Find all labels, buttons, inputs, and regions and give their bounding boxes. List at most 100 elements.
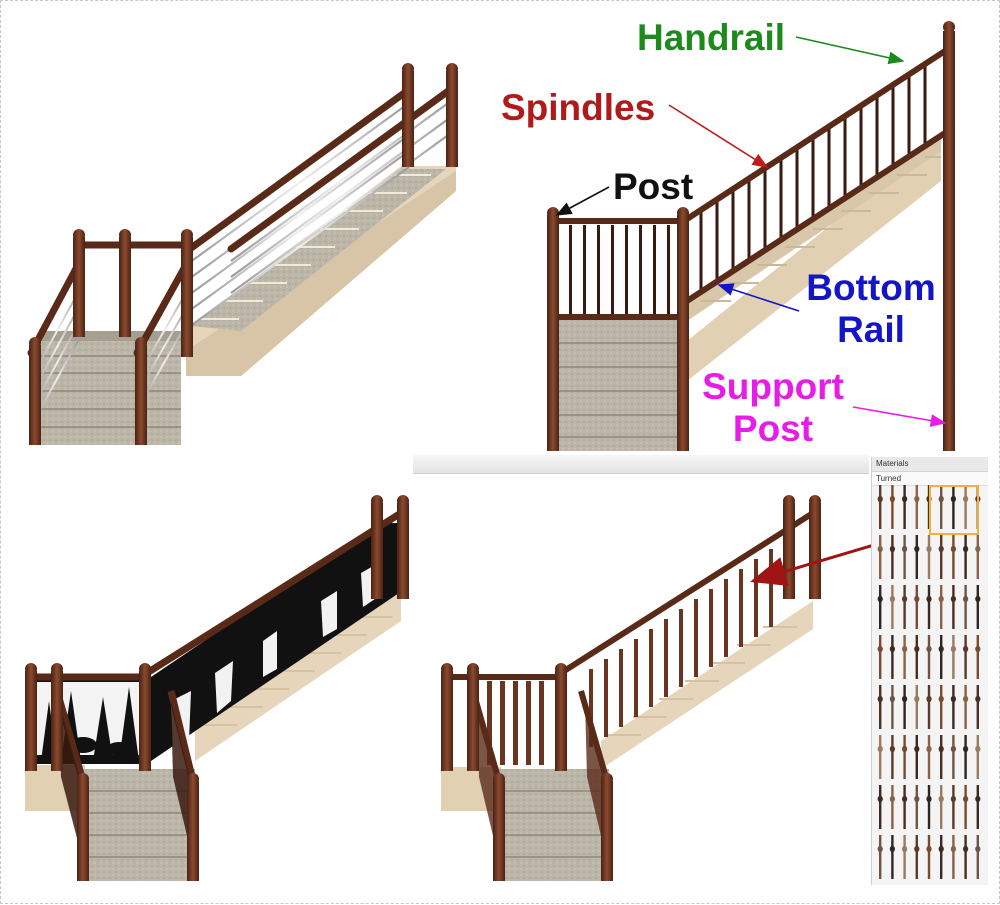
baluster-swatch-turning [938, 545, 944, 553]
baluster-swatch [976, 785, 979, 829]
baluster-swatch [927, 585, 931, 629]
baluster-swatch [976, 535, 979, 579]
baluster-swatch [891, 535, 894, 579]
baluster-swatch-turning [938, 645, 944, 653]
baluster-swatch [903, 535, 906, 579]
baluster-swatch-grid[interactable] [874, 483, 986, 883]
baluster-swatch-turning [889, 795, 895, 803]
baluster-swatch-turning [963, 495, 969, 503]
baluster-swatch-turning [950, 695, 956, 703]
baluster-swatch-turning [950, 545, 956, 553]
baluster-swatch-turning [914, 595, 920, 603]
baluster-swatch-turning [902, 745, 908, 753]
turned-baluster-stair [441, 495, 821, 881]
baluster-swatch-turning [938, 745, 944, 753]
baluster-swatch-turning [914, 495, 920, 503]
baluster-swatch-turning [877, 795, 883, 803]
baluster-swatch-turning [926, 745, 932, 753]
baluster-swatch-turning [926, 845, 932, 853]
baluster-swatch-turning [914, 795, 920, 803]
baluster-swatch [976, 635, 979, 679]
baluster-swatch-turning [902, 595, 908, 603]
baluster-swatch [976, 735, 979, 779]
baluster-swatch [903, 635, 906, 679]
support-post-label: Support Post [698, 366, 848, 450]
baluster-swatch [964, 535, 967, 579]
baluster-swatch [940, 835, 943, 879]
baluster-swatch-turning [938, 495, 944, 503]
baluster-swatch [891, 785, 894, 829]
support-post-label-line1: Support [702, 366, 844, 407]
baluster-swatch [927, 535, 931, 579]
baluster-swatch-turning [950, 595, 956, 603]
baluster-swatch-turning [963, 695, 969, 703]
baluster-swatch-turning [889, 495, 895, 503]
baluster-swatch-turning [889, 695, 895, 703]
baluster-swatch [940, 485, 943, 529]
baluster-swatch [915, 585, 918, 629]
baluster-swatch [940, 685, 943, 729]
handrail-label: Handrail [637, 17, 786, 58]
baluster-swatch [891, 735, 894, 779]
baluster-swatch-turning [938, 795, 944, 803]
baluster-swatch-turning [975, 545, 981, 553]
baluster-swatch [927, 635, 931, 679]
baluster-swatch [976, 835, 979, 879]
baluster-swatch-turning [926, 545, 932, 553]
baluster-swatch-turning [889, 845, 895, 853]
baluster-swatch [915, 635, 918, 679]
baluster-swatch-turning [889, 645, 895, 653]
baluster-swatch [952, 785, 955, 829]
baluster-swatch-turning [938, 845, 944, 853]
baluster-swatch [891, 635, 894, 679]
baluster-swatch-turning [877, 695, 883, 703]
baluster-swatch-turning [975, 795, 981, 803]
baluster-swatch [915, 835, 918, 879]
baluster-swatch [891, 585, 894, 629]
baluster-swatch-turning [926, 595, 932, 603]
baluster-swatch-turning [950, 495, 956, 503]
baluster-swatch [915, 485, 918, 529]
baluster-swatch [915, 785, 918, 829]
baluster-swatch [903, 835, 906, 879]
baluster-swatch-turning [963, 645, 969, 653]
baluster-swatch-turning [975, 695, 981, 703]
baluster-swatch-turning [963, 545, 969, 553]
baluster-swatch [891, 835, 894, 879]
baluster-swatch-turning [975, 745, 981, 753]
baluster-swatch-turning [877, 645, 883, 653]
baluster-swatch-turning [902, 495, 908, 503]
baluster-swatch [879, 835, 882, 879]
baluster-swatch-turning [902, 795, 908, 803]
baluster-swatch [903, 585, 906, 629]
labeled-stair [547, 21, 955, 451]
baluster-swatch-turning [950, 645, 956, 653]
baluster-swatch [952, 485, 955, 529]
baluster-swatch-turning [889, 745, 895, 753]
baluster-swatch [976, 685, 979, 729]
baluster-swatch [903, 735, 906, 779]
baluster-swatch-turning [914, 695, 920, 703]
baluster-swatch-turning [938, 595, 944, 603]
baluster-swatch [940, 785, 943, 829]
baluster-swatch [940, 535, 943, 579]
baluster-swatch [879, 535, 882, 579]
baluster-swatch-turning [963, 845, 969, 853]
baluster-swatch-turning [877, 745, 883, 753]
cable-rail-stair [27, 63, 458, 445]
bottom-rail-label-line1: Bottom [806, 267, 936, 308]
bottom-rail-label-line2: Rail [837, 309, 905, 350]
baluster-swatch-turning [914, 645, 920, 653]
bottom-rail-label: Bottom Rail [801, 267, 941, 351]
baluster-swatch [952, 685, 955, 729]
baluster-swatch-turning [926, 695, 932, 703]
baluster-swatch [964, 735, 967, 779]
baluster-swatch-turning [975, 845, 981, 853]
baluster-swatch [952, 635, 955, 679]
baluster-swatch-turning [926, 645, 932, 653]
baluster-swatch [927, 835, 931, 879]
baluster-swatch-turning [877, 545, 883, 553]
baluster-swatch-turning [914, 545, 920, 553]
